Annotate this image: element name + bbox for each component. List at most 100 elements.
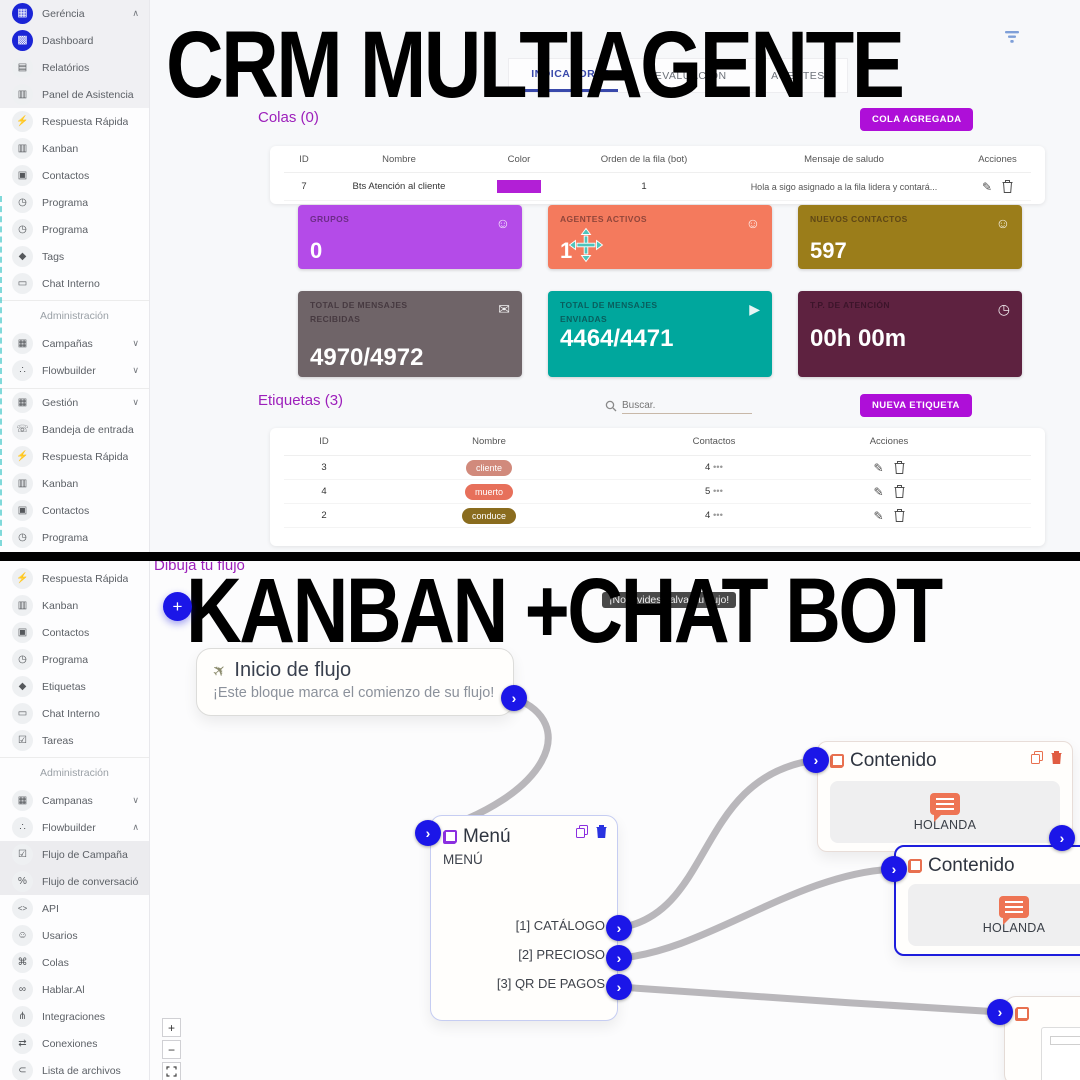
- sidebar-item-contactos[interactable]: ▣ Contactos: [0, 497, 149, 524]
- message-icon: ✉: [498, 301, 510, 317]
- zoom-out-button[interactable]: −: [162, 1040, 181, 1059]
- sidebar-item-etiquetas[interactable]: ◆ Etiquetas: [0, 673, 149, 700]
- tab-indicadores[interactable]: INDICADORES: [523, 59, 619, 92]
- flow-icon: ∴: [12, 360, 33, 381]
- sidebar-item-integraciones[interactable]: ⋔ Integraciones: [0, 1003, 149, 1030]
- menu-layers-icon: [443, 830, 457, 844]
- trash-icon[interactable]: [1051, 751, 1062, 764]
- menu-option-catalogo[interactable]: [1] CATÁLOGO: [515, 918, 605, 933]
- sidebar-item-relatorios[interactable]: ▤ Relatórios: [0, 54, 149, 81]
- kanban-icon: ▥: [12, 473, 33, 494]
- trash-icon[interactable]: [894, 485, 905, 498]
- sidebar-item-programa[interactable]: ◷ Programa: [0, 524, 149, 551]
- flow-node-contenido-2[interactable]: Contenido HOLANDA: [894, 845, 1080, 956]
- sidebar-item-respuesta-rapida[interactable]: ⚡ Respuesta Rápida: [0, 108, 149, 135]
- edit-icon[interactable]: ✎: [873, 508, 884, 523]
- copy-icon[interactable]: [1031, 751, 1043, 764]
- etiqueta-row[interactable]: 3 cliente 4 ••• ✎: [284, 456, 1031, 480]
- etiqueta-row[interactable]: 4 muerto 5 ••• ✎: [284, 480, 1031, 504]
- chevron-up-icon: ∧: [132, 8, 139, 18]
- colas-section-title: Colas (0): [258, 109, 319, 126]
- trash-icon[interactable]: [894, 461, 905, 474]
- port-menu-qr[interactable]: ›: [606, 974, 632, 1000]
- menu-option-precioso[interactable]: [2] PRECIOSO: [518, 947, 605, 962]
- sidebar-item-flujo-campana[interactable]: ☑ Flujo de Campaña: [0, 841, 149, 868]
- sidebar-item-hablar-ai[interactable]: ∞ Hablar.Al: [0, 976, 149, 1003]
- sidebar-item-gestion[interactable]: ▦ Gestión ∨: [0, 389, 149, 416]
- sidebar-item-kanban[interactable]: ▥ Kanban: [0, 470, 149, 497]
- trash-icon[interactable]: [596, 825, 607, 838]
- port-start-output[interactable]: ›: [501, 685, 527, 711]
- col-mensaje: Mensaje de saludo: [804, 153, 884, 165]
- etiqueta-row[interactable]: 2 conduce 4 ••• ✎: [284, 504, 1031, 528]
- col-color: Color: [507, 153, 531, 165]
- sidebar-item-campanas[interactable]: ▦ Campañas ∨: [0, 330, 149, 357]
- port-contenido1-input[interactable]: ›: [803, 747, 829, 773]
- sidebar-item-flujo-conversacion[interactable]: % Flujo de conversación: [0, 868, 149, 895]
- sidebar-item-respuesta-rapida[interactable]: ⚡ Respuesta Rápida: [0, 443, 149, 470]
- sidebar-item-respuesta-rapida[interactable]: ⚡ Respuesta Rápida: [0, 565, 149, 592]
- sidebar-item-tareas[interactable]: ☑ Tareas: [0, 727, 149, 754]
- search-input[interactable]: [622, 398, 752, 414]
- trash-icon[interactable]: [1002, 180, 1013, 193]
- kanban-icon: ▥: [12, 595, 33, 616]
- canvas-zoom-controls: + −: [162, 1018, 181, 1080]
- nueva-etiqueta-button[interactable]: NUEVA ETIQUETA: [860, 394, 972, 417]
- port-menu-input[interactable]: ›: [415, 820, 441, 846]
- sidebar-item-contactos[interactable]: ▣ Contactos: [0, 162, 149, 189]
- content-body: HOLANDA: [982, 920, 1046, 935]
- menu-option-qr-pagos[interactable]: [3] QR DE PAGOS: [496, 976, 605, 991]
- sidebar-item-kanban[interactable]: ▥ Kanban: [0, 592, 149, 619]
- sidebar-item-chat-interno[interactable]: ▭ Chat Interno: [0, 270, 149, 297]
- port-menu-precioso[interactable]: ›: [606, 945, 632, 971]
- tab-agentes[interactable]: AGENTES: [771, 69, 825, 82]
- sidebar-item-programa[interactable]: ◷ Programa: [0, 216, 149, 243]
- edit-icon[interactable]: ✎: [873, 484, 884, 499]
- flow-node-contenido-3[interactable]: [1004, 996, 1080, 1080]
- sidebar-item-bandeja[interactable]: ☏ Bandeja de entrada: [0, 416, 149, 443]
- tab-evaluacion[interactable]: EVALUACIÓN: [654, 69, 727, 82]
- sidebar-section-administracion: Administración: [0, 300, 149, 330]
- col-acciones: Acciones: [869, 436, 909, 447]
- add-node-button[interactable]: +: [163, 592, 192, 621]
- edit-icon[interactable]: ✎: [981, 179, 993, 194]
- chat-icon: ▭: [12, 273, 33, 294]
- sidebar-item-lista-archivos[interactable]: ⊂ Lista de archivos: [0, 1057, 149, 1080]
- colas-table-row[interactable]: 7 Bts Atención al cliente 1 Hola a sigo …: [284, 173, 1031, 201]
- sidebar-item-campanas[interactable]: ▦ Campanas ∨: [0, 787, 149, 814]
- port-contenido1-output[interactable]: ›: [1049, 825, 1075, 851]
- sidebar-item-api[interactable]: <> API: [0, 895, 149, 922]
- port-menu-catalogo[interactable]: ›: [606, 915, 632, 941]
- sidebar-item-gerencia[interactable]: ▦ Geréncia ∧: [0, 0, 149, 27]
- port-contenido2-input[interactable]: ›: [881, 856, 907, 882]
- filter-icon[interactable]: [1004, 30, 1020, 44]
- stat-card-agentes-activos: AGENTES ACTIVOS ☺ 1: [548, 205, 772, 269]
- sidebar-item-tags[interactable]: ◆ Tags: [0, 243, 149, 270]
- sidebar-item-panel-asistencia[interactable]: ▥ Panel de Asistencia: [0, 81, 149, 108]
- sidebar-item-programa[interactable]: ◷ Programa: [0, 646, 149, 673]
- sidebar-item-programa[interactable]: ◷ Programa: [0, 189, 149, 216]
- flow-node-menu[interactable]: Menú MENÚ [1] CATÁLOGO [2] PRECIOSO [3] …: [430, 815, 618, 1021]
- col-nombre: Nombre: [382, 153, 416, 165]
- edit-icon[interactable]: ✎: [873, 460, 884, 475]
- sidebar-item-kanban[interactable]: ▥ Kanban: [0, 135, 149, 162]
- sidebar-item-flowbuilder[interactable]: ∴ Flowbuilder ∧: [0, 814, 149, 841]
- zoom-in-button[interactable]: +: [162, 1018, 181, 1037]
- copy-icon[interactable]: [576, 825, 588, 838]
- flow-node-inicio[interactable]: ✈ Inicio de flujo ¡Este bloque marca el …: [196, 648, 514, 716]
- flow-node-contenido-1[interactable]: Contenido HOLANDA: [817, 741, 1073, 852]
- fit-view-button[interactable]: [162, 1062, 181, 1080]
- chat-bubble-icon: [930, 792, 960, 822]
- sidebar-item-usarios[interactable]: ☺ Usarios: [0, 922, 149, 949]
- trash-icon[interactable]: [894, 509, 905, 522]
- sidebar-item-flowbuilder[interactable]: ∴ Flowbuilder ∨: [0, 357, 149, 384]
- sidebar-item-dashboard[interactable]: ▩ Dashboard: [0, 27, 149, 54]
- send-icon: ▶: [749, 301, 760, 317]
- flow-canvas[interactable]: Dibuja tu flujo + KANBAN +CHAT BOT ¡No o…: [150, 561, 1080, 1080]
- sidebar-item-contactos[interactable]: ▣ Contactos: [0, 619, 149, 646]
- sidebar-item-conexiones[interactable]: ⇄ Conexiones: [0, 1030, 149, 1057]
- port-contenido3-input[interactable]: ›: [987, 999, 1013, 1025]
- sidebar-item-chat-interno[interactable]: ▭ Chat Interno: [0, 700, 149, 727]
- cola-agregada-button[interactable]: COLA AGREGADA: [860, 108, 974, 131]
- sidebar-item-colas[interactable]: ⌘ Colas: [0, 949, 149, 976]
